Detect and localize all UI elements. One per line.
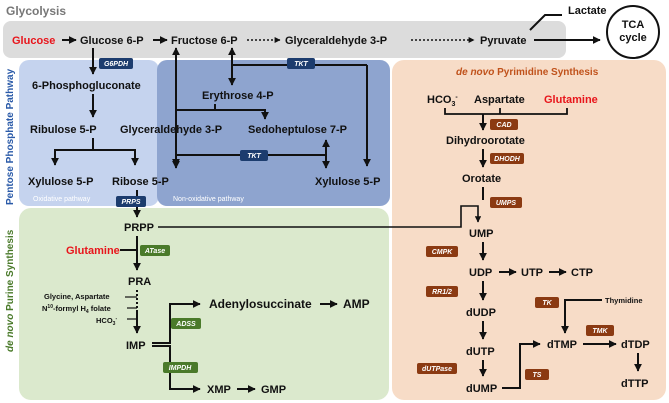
svg-text:RR1/2: RR1/2 <box>432 289 452 296</box>
dump: dUMP <box>466 383 497 395</box>
xylulose-5-p-right: Xylulose 5-P <box>315 176 380 188</box>
ppp-title: Pentose Phosphate Pathway <box>5 68 16 205</box>
svg-text:TMK: TMK <box>592 328 608 335</box>
enzyme-cad <box>490 119 518 130</box>
enzyme-umps <box>490 197 522 208</box>
xmp: XMP <box>207 384 231 396</box>
svg-text:TK: TK <box>542 300 552 307</box>
svg-text:CAD: CAD <box>496 122 511 129</box>
enzyme-tk <box>535 297 559 308</box>
glutamine-purine: Glutamine <box>66 245 120 257</box>
enzyme-tkt-top <box>287 58 315 69</box>
ppp-oxidative-region <box>19 60 159 206</box>
gmp: GMP <box>261 384 286 396</box>
orotate: Orotate <box>462 173 501 185</box>
enzyme-cmpk <box>426 246 458 257</box>
n10-formyl-folate: N10-formyl H4 folate <box>42 304 111 315</box>
glycolysis-band <box>3 21 566 58</box>
dutp: dUTP <box>466 346 495 358</box>
fructose-6-p: Fructose 6-P <box>171 35 238 47</box>
hco3-purine: HCO3- <box>96 316 117 327</box>
svg-text:ADSS: ADSS <box>175 321 196 328</box>
udp: UDP <box>469 267 492 279</box>
enzyme-adss <box>171 318 201 329</box>
purine-title: de novo Purine Synthesis <box>5 229 16 352</box>
svg-text:TKT: TKT <box>247 153 261 160</box>
glucose: Glucose <box>12 35 55 47</box>
tca-cycle <box>606 5 660 59</box>
6-phosphogluconate: 6-Phosphogluconate <box>32 80 141 92</box>
purine-region <box>19 208 389 400</box>
enzyme-ts <box>525 369 549 380</box>
enzyme-atase <box>140 245 170 256</box>
svg-text:IMPDH: IMPDH <box>169 365 193 372</box>
svg-text:CMPK: CMPK <box>432 249 454 256</box>
lactate: Lactate <box>568 5 607 17</box>
svg-text:PRPS: PRPS <box>121 199 140 206</box>
svg-text:TKT: TKT <box>294 61 308 68</box>
dttp: dTTP <box>621 378 649 390</box>
svg-text:UMPS: UMPS <box>496 200 517 207</box>
nonoxidative-label: Non-oxidative pathway <box>173 196 244 203</box>
dtmp: dTMP <box>547 339 577 351</box>
enzyme-impdh <box>163 362 198 373</box>
glyceraldehyde-3-p-top: Glyceraldehyde 3-P <box>285 35 387 47</box>
tca-label-2: cycle <box>619 32 647 44</box>
enzyme-prps <box>116 196 146 207</box>
adenylosuccinate: Adenylosuccinate <box>209 297 312 311</box>
imp: IMP <box>126 340 146 352</box>
dudp: dUDP <box>466 307 496 319</box>
ctp: CTP <box>571 267 593 279</box>
enzyme-g6pdh <box>99 58 133 69</box>
sedoheptulose-7-p: Sedoheptulose 7-P <box>248 124 347 136</box>
pyrimidine-title: de novo Pyrimidine Synthesis <box>456 67 599 78</box>
svg-text:dUTPase: dUTPase <box>422 366 452 373</box>
glutamine-pyrimidine: Glutamine <box>544 94 598 106</box>
tca-label-1: TCA <box>622 19 645 31</box>
prpp: PRPP <box>124 222 154 234</box>
erythrose-4-p: Erythrose 4-P <box>202 90 274 102</box>
enzyme-tkt-mid <box>240 150 268 161</box>
ribulose-5-p: Ribulose 5-P <box>30 124 97 136</box>
svg-text:TS: TS <box>533 372 542 379</box>
xylulose-5-p-left: Xylulose 5-P <box>28 176 93 188</box>
glucose-6-p: Glucose 6-P <box>80 35 144 47</box>
ump: UMP <box>469 228 493 240</box>
oxidative-label: Oxidative pathway <box>33 196 91 203</box>
dihydroorotate: Dihydroorotate <box>446 135 525 147</box>
hco3-pyrimidine: HCO3- <box>427 94 458 108</box>
svg-text:ATase: ATase <box>144 248 165 255</box>
svg-text:DHODH: DHODH <box>494 156 521 163</box>
ppp-nonoxidative-region <box>157 60 390 206</box>
aspartate: Aspartate <box>474 94 525 106</box>
ribose-5-p: Ribose 5-P <box>112 176 169 188</box>
amp: AMP <box>343 297 370 311</box>
glyceraldehyde-3-p-mid: Glyceraldehyde 3-P <box>120 124 222 136</box>
glycine-aspartate: Glycine, Aspartate <box>44 292 110 301</box>
enzyme-dutpase <box>417 363 457 374</box>
thymidine: Thymidine <box>605 296 643 305</box>
utp: UTP <box>521 267 543 279</box>
enzyme-dhodh <box>490 153 524 164</box>
glycolysis-title: Glycolysis <box>6 4 66 18</box>
pyruvate: Pyruvate <box>480 35 526 47</box>
enzyme-rr12 <box>426 286 458 297</box>
pyrimidine-region <box>392 60 666 400</box>
pra: PRA <box>128 276 151 288</box>
dtdp: dTDP <box>621 339 650 351</box>
enzyme-tmk <box>586 325 614 336</box>
svg-text:G6PDH: G6PDH <box>104 61 129 68</box>
